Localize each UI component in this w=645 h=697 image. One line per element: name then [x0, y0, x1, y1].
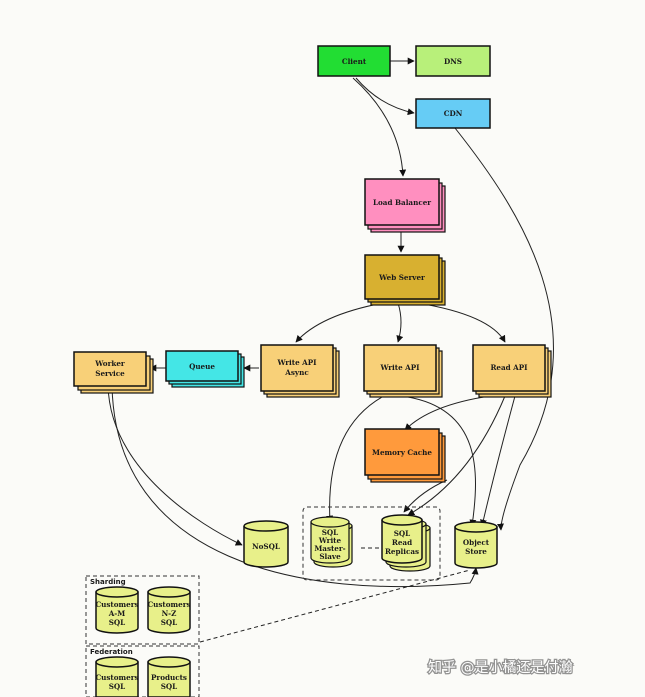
customers-sql-cylinder: Customers SQL	[95, 656, 139, 697]
svg-text:Slave: Slave	[319, 552, 341, 561]
edge-ws-read	[417, 302, 506, 343]
svg-text:Write API: Write API	[379, 363, 420, 372]
nosql-cylinder: NoSQL	[243, 520, 289, 568]
svg-text:Customers: Customers	[95, 673, 138, 682]
svg-text:Write: Write	[318, 536, 342, 545]
sharding-group: Sharding Customers A-M SQL Customers N-Z…	[85, 575, 200, 645]
svg-text:SQL: SQL	[161, 618, 178, 627]
edge-ws-writeasync	[295, 302, 384, 343]
load-balancer-box: Load Balancer	[364, 178, 446, 233]
svg-text:Web Server: Web Server	[378, 273, 425, 282]
svg-text:Store: Store	[465, 547, 487, 556]
svg-text:SQL: SQL	[394, 529, 411, 538]
svg-text:Client: Client	[342, 57, 367, 66]
svg-text:Master-: Master-	[314, 544, 345, 553]
svg-text:Queue: Queue	[189, 362, 215, 371]
svg-text:Products: Products	[151, 673, 187, 682]
svg-text:Worker: Worker	[94, 359, 125, 368]
edge-read-sqlread	[407, 395, 506, 516]
svg-text:Replicas: Replicas	[385, 547, 419, 556]
svg-text:知乎 @是小橘还是付瀚: 知乎 @是小橘还是付瀚	[428, 659, 572, 676]
svg-text:SQL: SQL	[109, 618, 126, 627]
edge-worker-objectstore	[111, 384, 479, 588]
customers-nz-sql-cylinder: Customers N-Z SQL	[147, 586, 191, 634]
dns-box: DNS	[415, 45, 491, 77]
svg-text:Memory Cache: Memory Cache	[372, 448, 432, 457]
svg-text:CDN: CDN	[444, 109, 463, 118]
svg-text:Load Balancer: Load Balancer	[373, 198, 431, 207]
svg-text:Read: Read	[392, 538, 412, 547]
object-store-cylinder: Object Store	[454, 521, 498, 569]
svg-text:Async: Async	[284, 368, 309, 377]
edge-ws-write	[396, 302, 404, 343]
svg-text:Customers: Customers	[147, 600, 190, 609]
edge-client-lb	[352, 77, 407, 177]
svg-text:SQL: SQL	[109, 682, 126, 691]
read-api-box: Read API	[472, 344, 552, 398]
products-sql-cylinder: Products SQL	[147, 656, 191, 697]
svg-text:A-M: A-M	[108, 609, 126, 618]
svg-text:Customers: Customers	[95, 600, 138, 609]
edge-memcache-sqlread	[403, 479, 448, 513]
svg-text:Write API: Write API	[276, 358, 317, 367]
edge-write-objectstore	[407, 396, 477, 527]
edge-read-memcache	[404, 395, 491, 431]
edge-read-objectstore	[480, 395, 516, 527]
worker-service-box: Worker Service	[73, 351, 154, 394]
edge-write-sqlwrite	[326, 396, 383, 523]
queue-box: Queue	[165, 350, 245, 388]
svg-text:Service: Service	[95, 369, 125, 378]
svg-text:Sharding: Sharding	[90, 578, 126, 586]
customers-am-sql-cylinder: Customers A-M SQL	[95, 586, 139, 634]
svg-text:NoSQL: NoSQL	[252, 542, 280, 551]
edge-client-cdn	[355, 77, 415, 116]
svg-text:SQL: SQL	[161, 682, 178, 691]
cdn-box: CDN	[415, 98, 491, 129]
write-api-box: Write API	[363, 344, 443, 398]
svg-text:N-Z: N-Z	[162, 609, 177, 618]
svg-text:Read API: Read API	[490, 363, 528, 372]
sql-write-master-cylinder: SQL Write Master- Slave	[310, 516, 353, 568]
client-box: Client	[317, 45, 391, 77]
web-server-box: Web Server	[364, 254, 446, 306]
sql-read-replicas-cylinder: SQL Read Replicas	[381, 514, 431, 572]
svg-text:SQL: SQL	[322, 528, 339, 537]
edge-worker-nosql	[107, 384, 243, 546]
svg-text:DNS: DNS	[444, 57, 462, 66]
svg-text:Object: Object	[463, 538, 490, 547]
sql-cluster-group	[302, 506, 441, 581]
svg-text:Federation: Federation	[90, 648, 133, 656]
federation-group: Federation Customers SQL Products SQL	[85, 645, 200, 697]
write-api-async-box: Write API Async	[260, 344, 340, 398]
memory-cache-box: Memory Cache	[364, 428, 446, 483]
edge-sharding-objectstore	[199, 569, 471, 643]
watermark: 知乎 @是小橘还是付瀚	[427, 658, 574, 678]
edge-cdn-objectstore	[454, 127, 554, 531]
